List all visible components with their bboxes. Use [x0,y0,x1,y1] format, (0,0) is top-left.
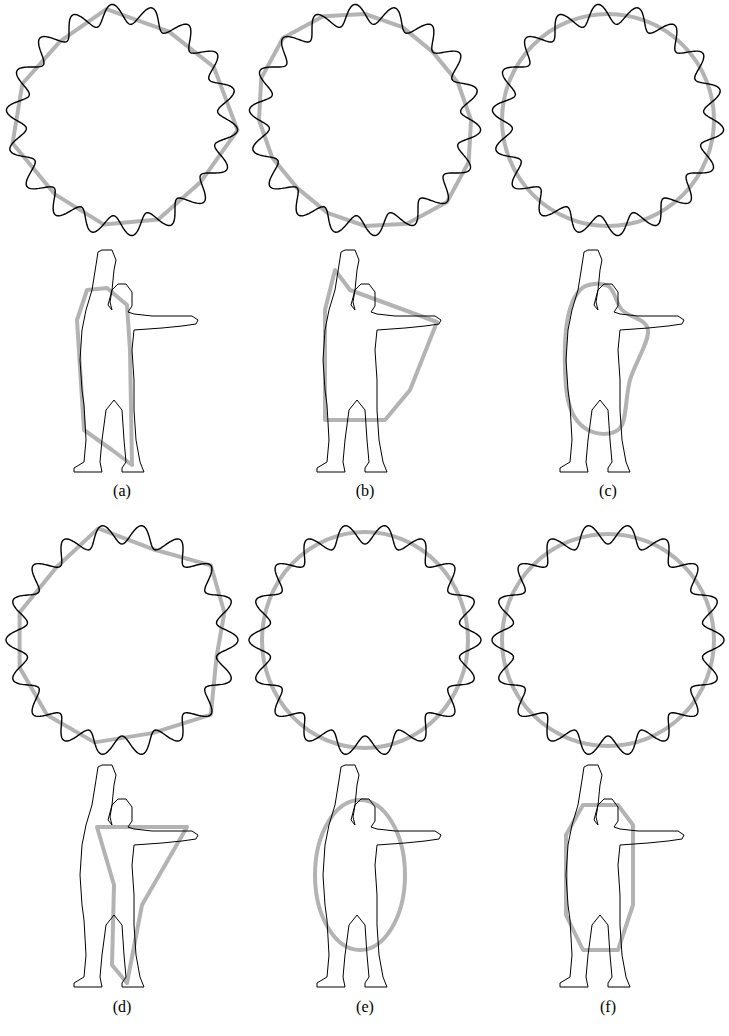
panel-label: (a) [111,482,133,500]
polygon-approximation [20,528,225,742]
panel-label: (c) [597,482,619,500]
wavy-circle [249,526,481,755]
ellipse-approximation [262,532,468,748]
polygon-approximation [97,827,187,983]
human-silhouette [317,250,441,472]
wavy-circle [6,4,237,235]
panel-illustration [6,526,238,987]
panel-illustration [6,4,237,472]
human-silhouette [560,250,684,472]
panel-illustration [492,526,724,987]
panel-illustration [249,4,480,472]
polygon-approximation [566,805,633,950]
polygon-approximation [259,14,471,226]
panel-label: (f) [598,998,618,1016]
wavy-circle [249,4,480,235]
panel-illustration [249,526,481,987]
wavy-circle [492,4,723,235]
human-silhouette [74,250,198,472]
wavy-circle [492,526,724,755]
panel-illustration [492,4,723,472]
human-silhouette [560,765,684,987]
polygon-approximation [325,270,437,420]
human-silhouette [317,765,441,987]
panel-label: (d) [111,998,134,1016]
wavy-circle [6,526,238,755]
panel-label: (e) [354,998,376,1016]
ellipse-approximation [315,800,405,950]
panel-label: (b) [354,482,377,500]
ellipse-approximation [502,14,714,226]
human-silhouette [74,765,198,987]
curve-approximation [565,284,648,434]
